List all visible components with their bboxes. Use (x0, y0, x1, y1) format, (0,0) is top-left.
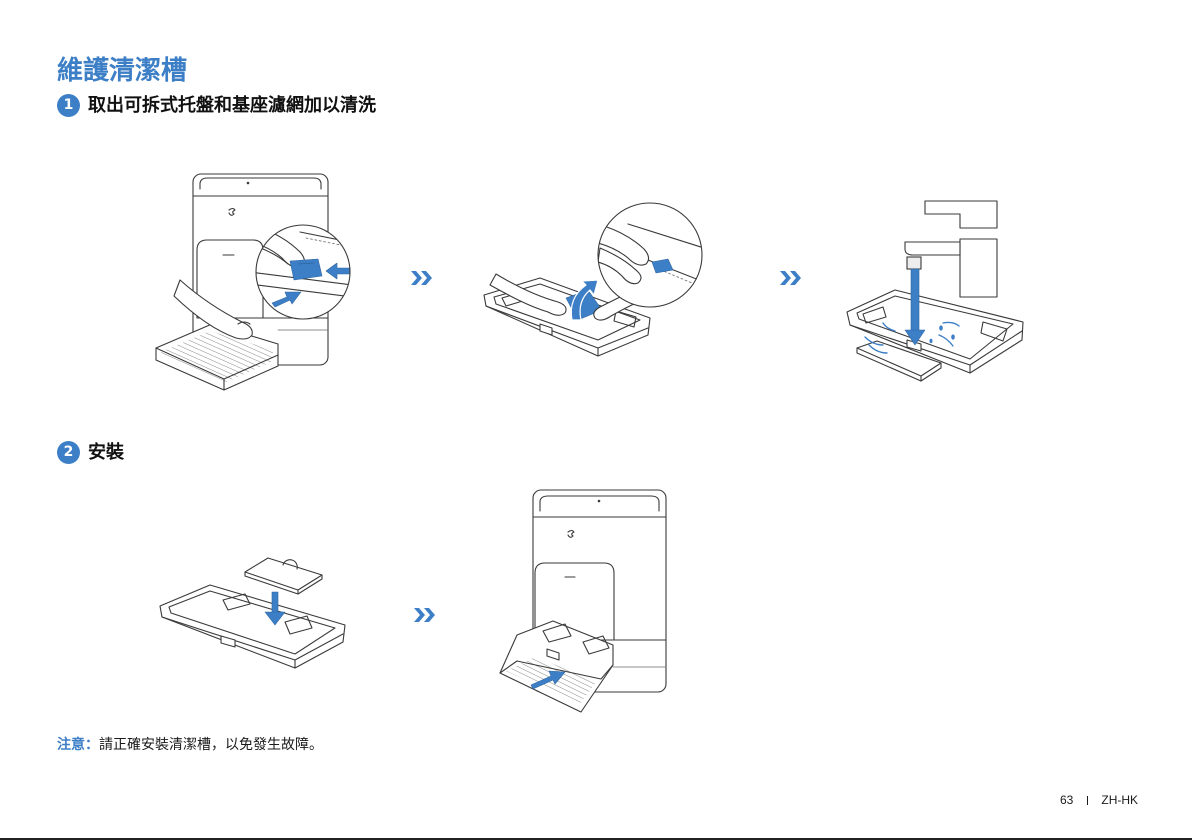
double-chevron-right-icon (411, 271, 433, 285)
release-clip (290, 259, 322, 280)
page-title: 維護清潔槽 (57, 56, 187, 86)
page-number: 63 (1060, 793, 1073, 807)
tray (160, 585, 345, 668)
footer-divider (1087, 796, 1088, 805)
zoom-detail-circle (598, 203, 704, 307)
double-chevron-right-icon (780, 271, 802, 285)
water-stream (911, 269, 919, 333)
insert-filter-illustration (155, 550, 355, 675)
double-chevron-right-icon (414, 608, 436, 622)
install-tray-illustration (495, 485, 670, 720)
remove-tray-illustration (150, 160, 365, 395)
step-1-text: 取出可拆式托盤和基座濾網加以清洗 (88, 94, 376, 117)
note-label: 注意： (57, 737, 99, 753)
faucet-spout (905, 242, 960, 255)
page-footer: 63 ZH-HK (1060, 793, 1138, 807)
faucet-handle (925, 201, 997, 228)
step-number-badge: 1 (57, 94, 80, 117)
filter (245, 558, 322, 594)
step-1-heading: 1 取出可拆式托盤和基座濾網加以清洗 (57, 94, 376, 117)
language-code: ZH-HK (1101, 793, 1138, 807)
step-2-text: 安裝 (88, 441, 124, 464)
remove-filter-illustration (478, 198, 708, 363)
note-text: 請正確安裝清潔槽，以免發生故障。 (99, 737, 323, 753)
step-number-badge: 2 (57, 441, 80, 464)
step-2-heading: 2 安裝 (57, 441, 124, 464)
caution-note: 注意：請正確安裝清潔槽，以免發生故障。 (57, 737, 323, 754)
rinse-tray-illustration (843, 195, 1033, 390)
